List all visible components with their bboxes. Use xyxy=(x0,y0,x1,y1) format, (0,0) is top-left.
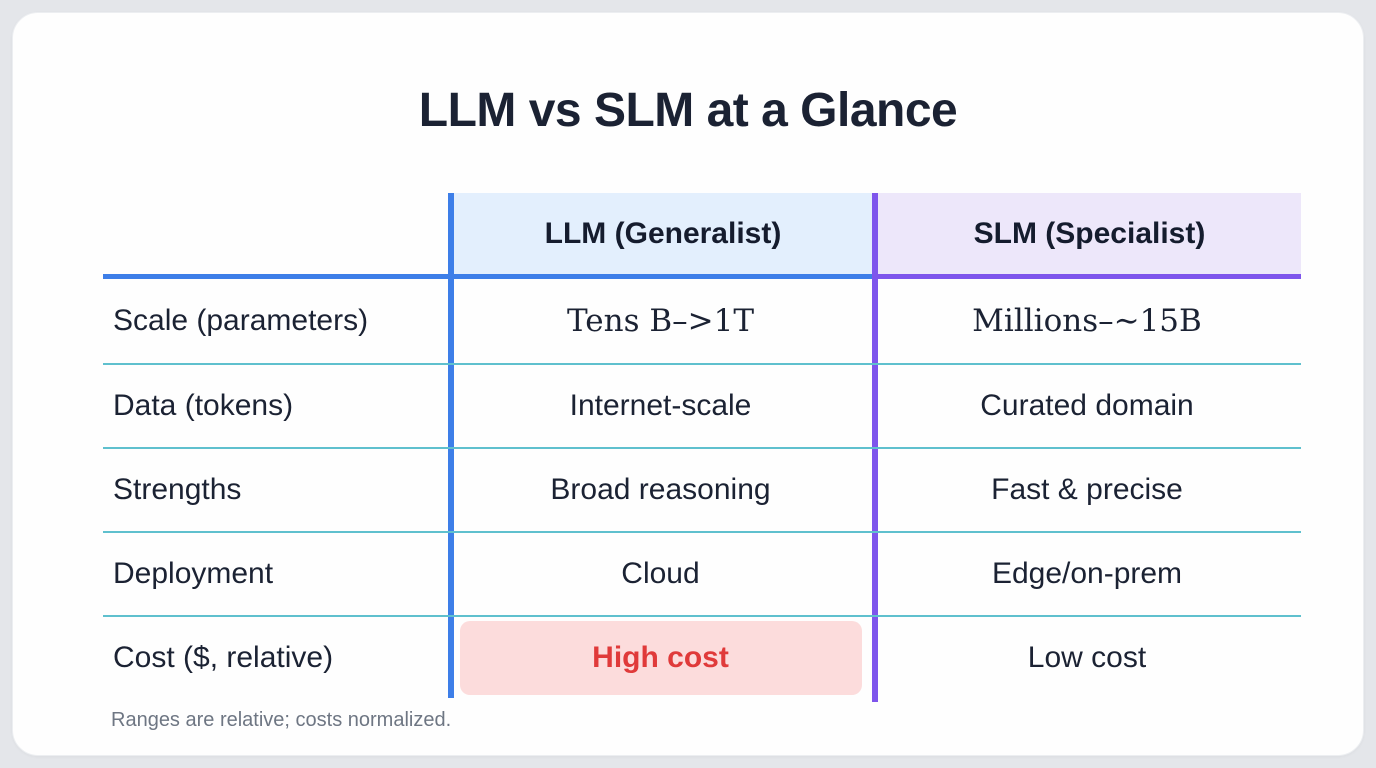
llm-value-cell: Cloud xyxy=(448,533,873,615)
row-label: Scale (parameters) xyxy=(113,304,369,337)
table-row: Deployment Cloud Edge/on-prem xyxy=(103,531,1301,615)
row-label: Cost ($, relative) xyxy=(113,641,334,674)
llm-value: Broad reasoning xyxy=(550,473,771,506)
slm-value: Low cost xyxy=(1027,641,1147,674)
row-label: Data (tokens) xyxy=(113,389,294,422)
slm-value: Fast & precise xyxy=(991,473,1183,506)
slm-value: Millions–∼15B xyxy=(972,303,1202,339)
slm-value: Curated domain xyxy=(980,389,1194,422)
table-row: Data (tokens) Internet-scale Curated dom… xyxy=(103,363,1301,447)
slm-value: Edge/on-prem xyxy=(991,557,1183,590)
table-row: Scale (parameters) Tens B–>1T Millions–∼… xyxy=(103,279,1301,363)
comparison-table: Scale (parameters) Tens B–>1T Millions–∼… xyxy=(103,279,1301,699)
llm-accent-vline xyxy=(448,193,454,698)
content-card: LLM vs SLM at a Glance LLM (Generalist) … xyxy=(12,12,1364,756)
high-cost-badge: High cost xyxy=(459,621,862,695)
slm-value-cell: Millions–∼15B xyxy=(873,279,1301,363)
llm-value: Cloud xyxy=(621,557,700,590)
slm-value-cell: Curated domain xyxy=(873,365,1301,447)
table-row: Cost ($, relative) High cost Low cost xyxy=(103,615,1301,699)
row-label: Strengths xyxy=(113,473,242,506)
llm-value-cell: Broad reasoning xyxy=(448,449,873,531)
slm-value-cell: Fast & precise xyxy=(873,449,1301,531)
llm-value-cell: Tens B–>1T xyxy=(448,279,873,363)
row-label: Deployment xyxy=(113,557,274,590)
llm-value: Tens B–>1T xyxy=(567,303,754,339)
llm-value-cell: Internet-scale xyxy=(448,365,873,447)
table-header-slm: SLM (Specialist) xyxy=(878,193,1301,274)
page-title: LLM vs SLM at a Glance xyxy=(418,84,958,137)
footnote: Ranges are relative; costs normalized. xyxy=(111,709,452,731)
table-row: Strengths Broad reasoning Fast & precise xyxy=(103,447,1301,531)
slm-accent-hline xyxy=(873,274,1301,279)
llm-value: Internet-scale xyxy=(569,389,752,422)
slm-value-cell: Edge/on-prem xyxy=(873,533,1301,615)
llm-value-cell: High cost xyxy=(448,617,873,699)
table-header-llm: LLM (Generalist) xyxy=(454,193,872,274)
llm-accent-hline xyxy=(103,274,873,279)
slm-value-cell: Low cost xyxy=(873,617,1301,699)
